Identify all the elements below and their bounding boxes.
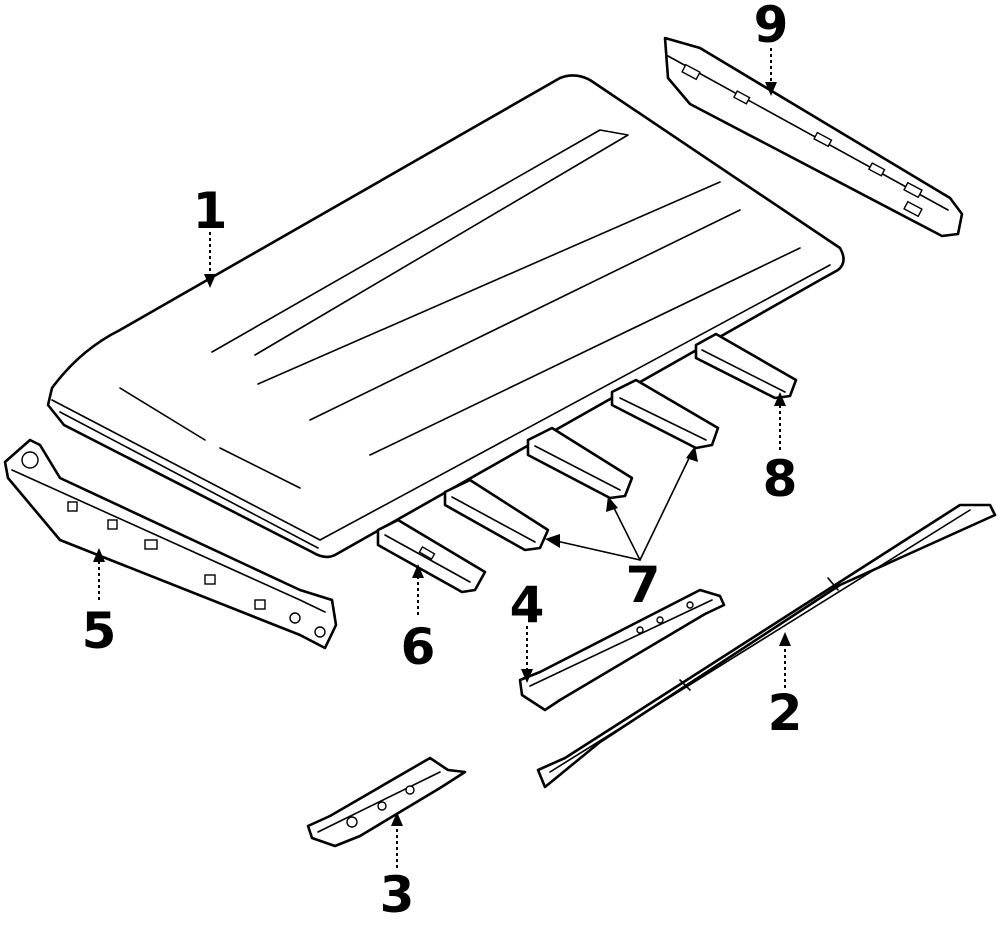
arrow-2 <box>779 632 791 646</box>
callout-2: 2 <box>768 684 803 742</box>
arrow-7b <box>606 496 618 512</box>
leader-lines <box>93 48 791 868</box>
part-2-roof-side-rail <box>536 503 997 789</box>
arrow-6 <box>412 564 424 578</box>
arrow-8 <box>774 392 786 406</box>
part-4-cross-member <box>518 588 726 712</box>
callout-1: 1 <box>193 182 228 240</box>
leader-7a <box>551 539 641 561</box>
callout-9: 9 <box>754 0 789 54</box>
part-9-rear-header <box>663 36 964 238</box>
callout-3: 3 <box>380 866 415 924</box>
part-8-rear-roof-bow <box>694 332 798 400</box>
callout-labels: 1 2 3 4 5 6 7 8 9 <box>82 0 803 924</box>
callout-5: 5 <box>82 602 117 660</box>
callout-8: 8 <box>763 450 798 508</box>
arrow-4 <box>521 669 533 683</box>
part-7-roof-bows <box>443 378 720 552</box>
callout-6: 6 <box>401 618 436 676</box>
arrow-1 <box>204 274 216 288</box>
callout-4: 4 <box>510 576 545 634</box>
arrow-7c <box>686 446 698 462</box>
arrow-3 <box>391 812 403 826</box>
leader-7c <box>639 451 693 561</box>
part-1-roof-panel <box>46 74 845 559</box>
part-3-small-cross-member <box>306 756 467 848</box>
arrow-9 <box>765 82 777 96</box>
part-5-front-header <box>3 438 338 650</box>
arrow-7a <box>545 534 560 548</box>
part-6-roof-bow <box>376 518 487 594</box>
leader-7b <box>611 503 641 561</box>
arrow-5 <box>93 548 105 562</box>
callout-7: 7 <box>626 556 661 614</box>
